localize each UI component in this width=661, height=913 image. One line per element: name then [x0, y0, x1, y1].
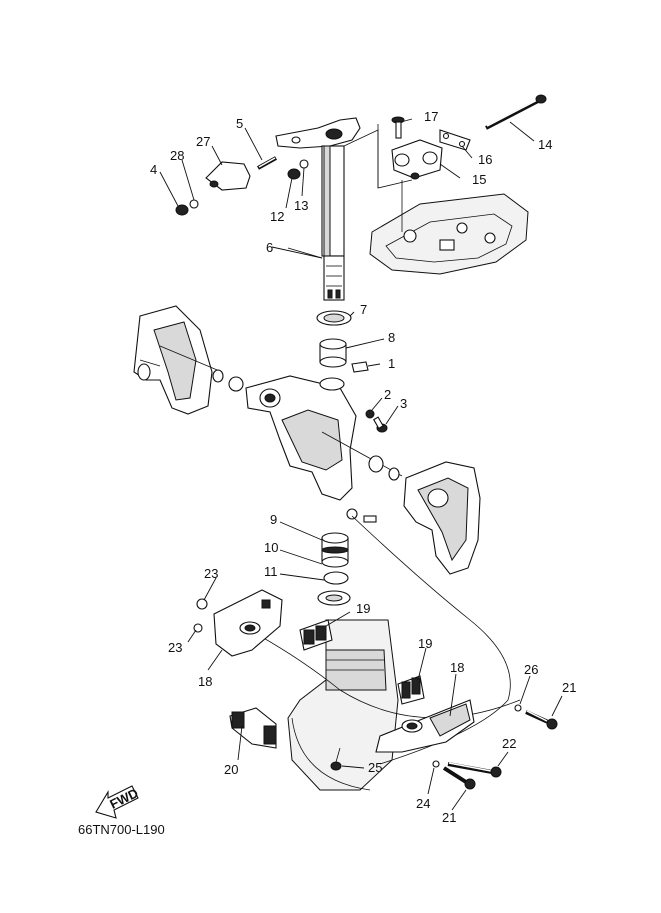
washer-left — [212, 369, 224, 383]
clamp-bracket-right — [403, 461, 481, 575]
callout-16: 16 — [478, 152, 492, 167]
callout-24: 24 — [416, 796, 430, 811]
swivel-bracket — [245, 375, 357, 501]
callout-19-right: 19 — [418, 636, 432, 651]
bolt-21-lower — [442, 766, 476, 790]
mount-18-right — [375, 699, 475, 753]
bushing-7 — [316, 310, 352, 326]
callout-7: 7 — [360, 302, 367, 317]
nut-2 — [365, 409, 375, 419]
washer-10 — [317, 590, 351, 606]
bushing-8 — [319, 338, 347, 368]
callout-21-upper: 21 — [562, 680, 576, 695]
plate-16 — [439, 129, 471, 151]
washer-26 — [514, 704, 522, 712]
callout-10: 10 — [264, 540, 278, 555]
grease-nipple — [346, 508, 377, 523]
damper-20 — [229, 707, 277, 749]
callout-23-lower: 23 — [168, 640, 182, 655]
o-ring-11 — [323, 571, 349, 585]
callout-12: 12 — [270, 209, 284, 224]
callout-9: 9 — [270, 512, 277, 527]
bolt-3 — [373, 416, 388, 433]
bolt-25 — [330, 761, 342, 771]
callout-3: 3 — [400, 396, 407, 411]
stud-5 — [257, 156, 277, 170]
nut-12 — [287, 168, 301, 180]
fwd-label: FWD — [107, 785, 140, 811]
callout-15: 15 — [472, 172, 486, 187]
nut-23-upper — [196, 598, 208, 610]
leader-lines — [159, 118, 563, 811]
washer-24 — [432, 760, 440, 768]
callout-2: 2 — [384, 387, 391, 402]
callout-26: 26 — [524, 662, 538, 677]
callout-1: 1 — [388, 356, 395, 371]
bolt-21-upper — [525, 710, 558, 730]
nut-4 — [175, 204, 189, 216]
callout-27: 27 — [196, 134, 210, 149]
damper-19-left — [299, 619, 333, 651]
callout-18-left: 18 — [198, 674, 212, 689]
bolt-22 — [447, 762, 502, 778]
clip-1 — [351, 361, 369, 373]
fwd-arrow-icon: FWD — [95, 785, 140, 819]
clamp-bracket-left — [133, 305, 213, 415]
callout-25: 25 — [368, 760, 382, 775]
callout-numbers: 1 2 3 4 5 6 7 8 9 10 11 12 13 14 15 16 1… — [150, 109, 576, 825]
bushing-right — [368, 455, 384, 473]
callout-20: 20 — [224, 762, 238, 777]
callout-13: 13 — [294, 198, 308, 213]
washer-right — [388, 467, 400, 481]
callout-28: 28 — [170, 148, 184, 163]
callout-11: 11 — [264, 564, 278, 579]
bushing-9 — [321, 532, 349, 568]
callout-8: 8 — [388, 330, 395, 345]
washer-28 — [189, 199, 199, 209]
callout-19-left: 19 — [356, 601, 370, 616]
callout-4: 4 — [150, 162, 157, 177]
callout-21-lower: 21 — [442, 810, 456, 825]
mount-18-left — [213, 589, 283, 657]
callout-5: 5 — [236, 116, 243, 131]
damper-19-right — [397, 675, 425, 705]
bracket-27 — [205, 161, 251, 191]
callout-14: 14 — [538, 137, 552, 152]
callout-17: 17 — [424, 109, 438, 124]
bolt-17 — [391, 116, 405, 139]
cable-holder-15 — [391, 139, 443, 180]
callout-18-right: 18 — [450, 660, 464, 675]
washer-13 — [299, 159, 309, 169]
callout-6: 6 — [266, 240, 273, 255]
bushing-left — [228, 376, 244, 392]
engine-base-ghost — [369, 180, 529, 275]
callout-23-upper: 23 — [204, 566, 218, 581]
drawing-code: 66TN700-L190 — [78, 822, 165, 837]
lower-casing-ghost — [287, 619, 399, 791]
steering-shaft-assembly — [275, 117, 361, 301]
long-bolt-14 — [485, 94, 547, 130]
callout-22: 22 — [502, 736, 516, 751]
